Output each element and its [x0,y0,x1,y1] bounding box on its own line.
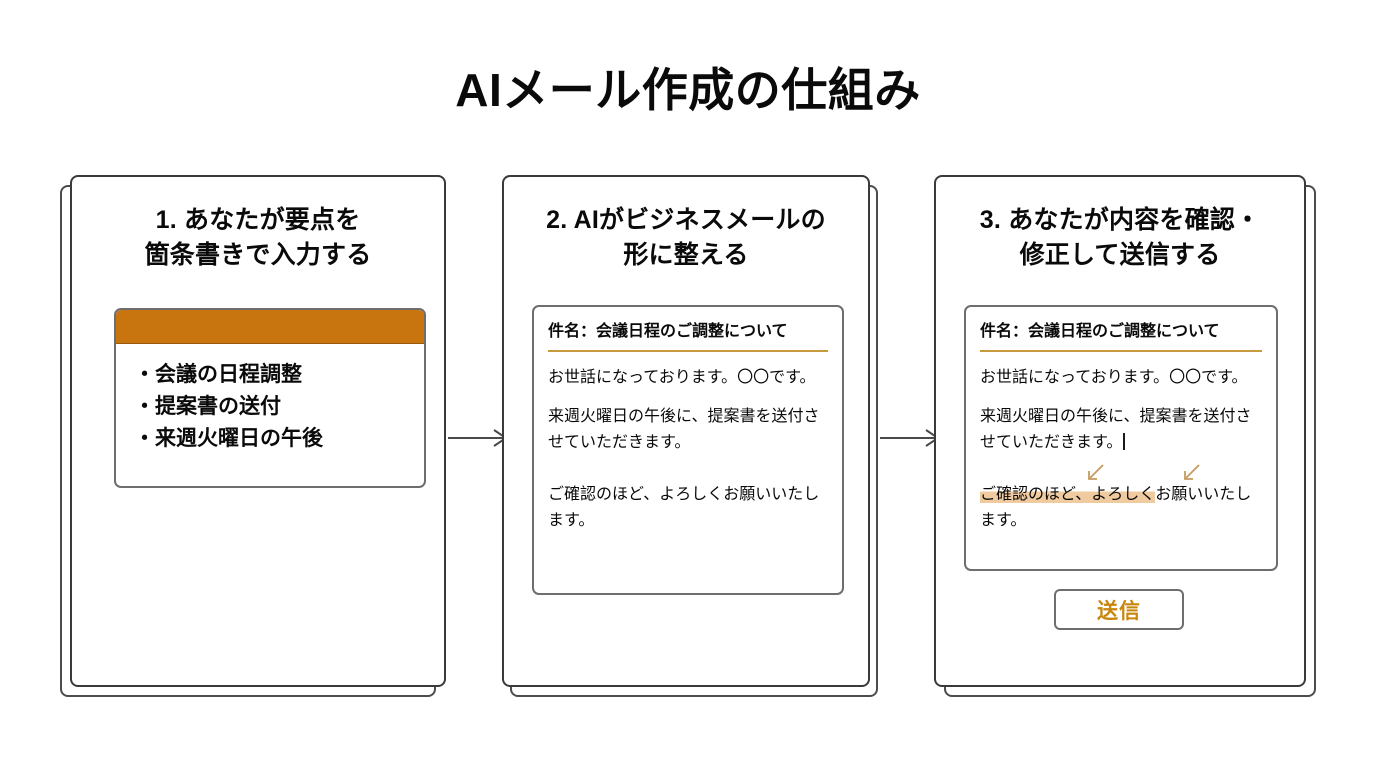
mail-paragraph-with-caret: 来週火曜日の午後に、提案書を送付させていただきます。 [980,404,1262,456]
list-item: 提案書の送付 [134,391,424,423]
step-card-1: 1. あなたが要点を 箇条書きで入力する 会議の日程調整 提案書の送付 来週火曜… [70,175,446,687]
mail-paragraph: お世話になっております。〇〇です。 [548,369,816,387]
mail-preview-3[interactable]: 件名：会議日程のご調整について お世話になっております。〇〇です。 来週火曜日の… [964,305,1278,571]
mail-preview-2: 件名：会議日程のご調整について お世話になっております。〇〇です。 来週火曜日の… [532,305,844,595]
send-button[interactable]: 送信 [1054,589,1184,630]
step-card-3-heading-line-2: 修正して送信する [1019,240,1221,269]
mail-subject: 件名：会議日程のご調整について [548,321,828,353]
arrow-down-left-icon [1088,464,1104,481]
step-card-1-heading-line-1: 1. あなたが要点を [155,206,361,234]
bullet-list: 会議の日程調整 提案書の送付 来週火曜日の午後 [116,344,424,455]
step-card-3-heading-line-1: 3. あなたが内容を確認・ [979,206,1261,234]
step-card-1-heading: 1. あなたが要点を 箇条書きで入力する [72,177,444,272]
step-card-2: 2. AIがビジネスメールの 形に整える 件名：会議日程のご調整について お世話… [502,175,870,687]
arrow-right-icon [448,429,508,447]
mail-paragraph: ご確認のほど、よろしくお願いいたします。 [548,486,820,530]
arrow-right-icon [880,429,940,447]
arrow-down-left-icon [1184,464,1200,481]
mail-paragraph: お世話になっております。〇〇です。 [980,369,1248,387]
highlighted-text: ご確認のほど、よろしく [980,486,1156,504]
step-card-3: 3. あなたが内容を確認・ 修正して送信する 件名：会議日程のご調整について お… [934,175,1306,687]
step-card-1-heading-line-2: 箇条書きで入力する [144,240,372,269]
mail-paragraph-text: 来週火曜日の午後に、提案書を送付させていただきます。 [980,408,1252,452]
list-item: 来週火曜日の午後 [134,423,424,455]
step-card-3-heading: 3. あなたが内容を確認・ 修正して送信する [936,177,1304,272]
list-item: 会議の日程調整 [134,359,424,391]
page-title: AIメール作成の仕組み [455,64,921,116]
mail-subject: 件名：会議日程のご調整について [980,321,1262,353]
step-card-2-heading: 2. AIがビジネスメールの 形に整える [504,177,868,272]
bullet-editor[interactable]: 会議の日程調整 提案書の送付 来週火曜日の午後 [114,308,426,488]
mail-paragraph-text: お願いいたします。 [980,486,1252,530]
flow-arrow-2 [880,428,942,448]
editor-toolbar-bar [116,310,424,344]
step-card-2-heading-line-2: 形に整える [623,240,749,269]
flow-arrow-1 [448,428,510,448]
step-card-2-heading-line-1: 2. AIがビジネスメールの [546,206,826,234]
text-cursor-caret [1123,433,1126,451]
mail-paragraph-edited: ご確認のほど、よろしくお願いいたします。 [980,482,1262,534]
mail-paragraph: 来週火曜日の午後に、提案書を送付させていただきます。 [548,408,820,452]
